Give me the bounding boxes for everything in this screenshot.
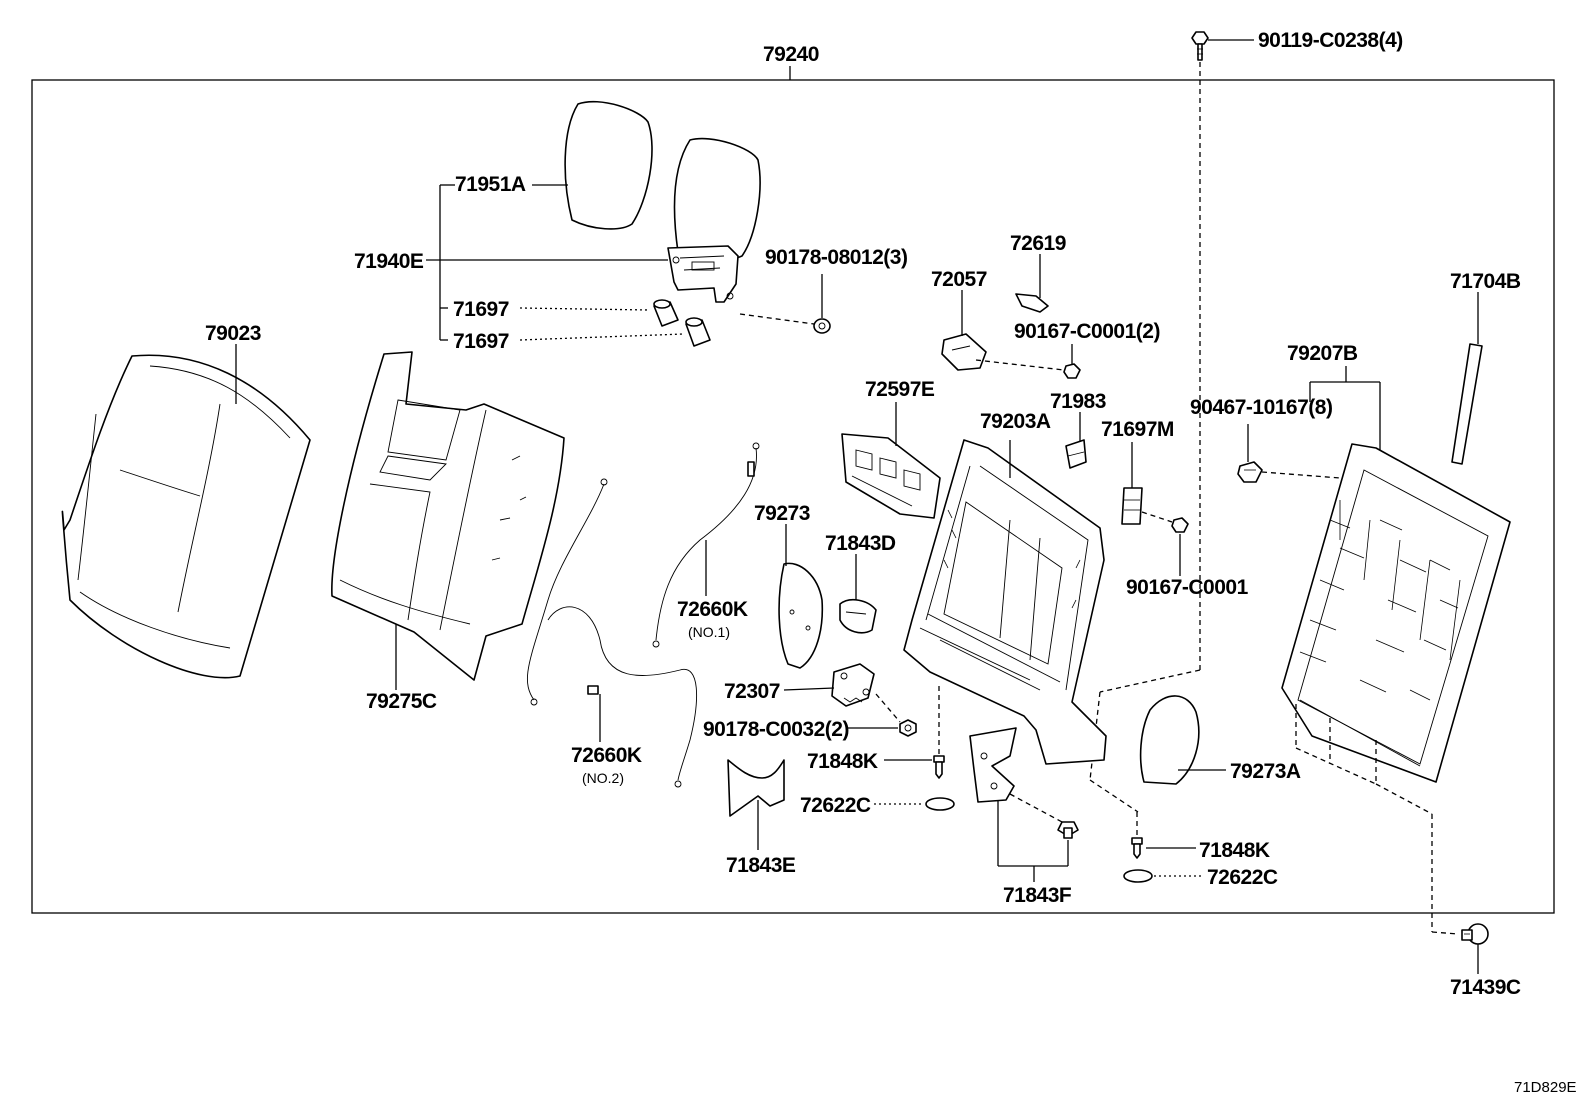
label-no1: (NO.1): [688, 624, 730, 640]
part-79207B-back-board[interactable]: [1281, 443, 1511, 783]
part-72622C-washer-a[interactable]: [925, 797, 955, 811]
label-71697-a: 71697: [453, 298, 509, 321]
part-71439C-clip[interactable]: [1461, 923, 1489, 945]
part-72597E-lock[interactable]: [841, 433, 941, 519]
part-71704B-strip[interactable]: [1451, 343, 1483, 465]
label-72057: 72057: [931, 268, 987, 291]
label-79207B: 79207B: [1287, 342, 1358, 365]
part-72622C-washer-b[interactable]: [1123, 869, 1153, 883]
part-71843F-bracket[interactable]: [969, 727, 1017, 803]
part-72619-knob[interactable]: [1015, 293, 1049, 313]
part-72660K-cable-no2[interactable]: [527, 478, 698, 788]
label-90167-C0001-2: 90167-C0001(2): [1014, 320, 1160, 343]
label-71697M: 71697M: [1101, 418, 1174, 441]
label-71951A: 71951A: [455, 173, 526, 196]
label-90119-C0238: 90119-C0238(4): [1258, 29, 1403, 52]
label-79023: 79023: [205, 322, 261, 345]
label-71940E: 71940E: [354, 250, 424, 273]
label-72622C-a: 72622C: [800, 794, 871, 817]
label-71697-b: 71697: [453, 330, 509, 353]
part-71843D-cover[interactable]: [839, 598, 877, 634]
label-71848K-b: 71848K: [1199, 839, 1270, 862]
label-71843F: 71843F: [1003, 884, 1072, 907]
label-71848K-a: 71848K: [807, 750, 878, 773]
assembly-frame: [31, 79, 1555, 914]
label-79275C: 79275C: [366, 690, 437, 713]
label-90167-C0001: 90167-C0001: [1126, 576, 1249, 599]
part-79273-cover[interactable]: [778, 562, 824, 669]
part-71843F-clip[interactable]: [1057, 821, 1079, 839]
part-79203A-seatback-frame[interactable]: [903, 439, 1107, 765]
label-90178-C0032: 90178-C0032(2): [703, 718, 849, 741]
part-71848K-clip-a[interactable]: [933, 755, 945, 779]
label-71439C: 71439C: [1450, 976, 1521, 999]
label-72622C-b: 72622C: [1207, 866, 1278, 889]
part-71951A-headrest[interactable]: [564, 100, 761, 261]
part-71843E-cover[interactable]: [727, 759, 785, 817]
part-90119-bolt[interactable]: [1191, 31, 1209, 61]
part-71697M-guide[interactable]: [1121, 487, 1143, 525]
part-71848K-clip-b[interactable]: [1131, 837, 1143, 859]
label-79273A: 79273A: [1230, 760, 1301, 783]
label-no2: (NO.2): [582, 770, 624, 786]
label-72660K-no2: 72660K: [571, 744, 642, 767]
label-71983: 71983: [1050, 390, 1106, 413]
label-79203A: 79203A: [980, 410, 1051, 433]
label-72307: 72307: [724, 680, 780, 703]
part-71697-guide-upper[interactable]: [653, 299, 679, 327]
part-72660K-cable-no1[interactable]: [652, 442, 760, 648]
label-79273: 79273: [754, 502, 810, 525]
part-90167-C0001-2-screw[interactable]: [1063, 363, 1081, 379]
label-72660K-no1: 72660K: [677, 598, 748, 621]
part-72057-cover[interactable]: [941, 333, 987, 371]
part-71983-clip[interactable]: [1065, 439, 1087, 469]
image-code: 71D829E: [1514, 1079, 1577, 1096]
part-79273A-cover[interactable]: [1139, 695, 1200, 785]
part-90178-C0032-nut[interactable]: [899, 719, 917, 737]
label-71843E: 71843E: [726, 854, 796, 877]
part-90167-C0001-screw[interactable]: [1171, 517, 1189, 533]
label-90467-10167: 90467-10167(8): [1190, 396, 1332, 419]
part-90467-10167-clip[interactable]: [1237, 461, 1263, 483]
part-72307-bracket[interactable]: [831, 663, 875, 707]
part-79275C-seatback-pad[interactable]: [331, 351, 565, 681]
label-71843D: 71843D: [825, 532, 896, 555]
part-79023-seatback-cover[interactable]: [61, 354, 311, 679]
part-71940E-headrest-support[interactable]: [667, 245, 739, 303]
part-71697-guide-lower[interactable]: [685, 317, 711, 347]
label-72597E: 72597E: [865, 378, 935, 401]
label-72619: 72619: [1010, 232, 1066, 255]
label-71704B: 71704B: [1450, 270, 1521, 293]
part-90178-08012-nut[interactable]: [813, 318, 831, 334]
label-90178-08012: 90178-08012(3): [765, 246, 907, 269]
assembly-label: 79240: [763, 43, 819, 66]
